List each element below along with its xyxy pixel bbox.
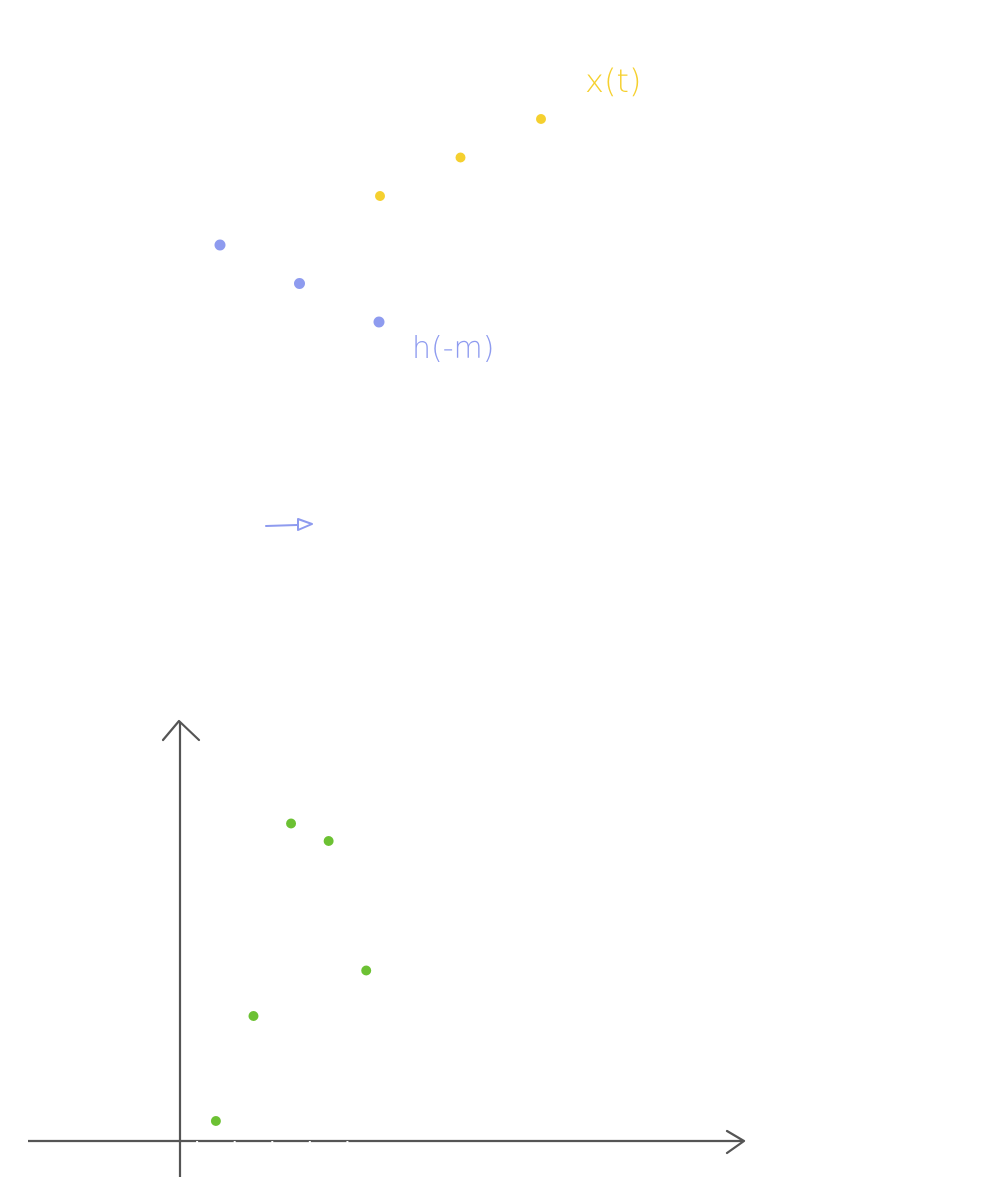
result-point — [248, 1011, 259, 1021]
h-signal-point — [214, 239, 226, 251]
x-signal-samples — [375, 114, 546, 201]
result-point — [286, 818, 297, 829]
x-signal-point — [455, 152, 466, 163]
right-arrow-icon — [265, 518, 313, 531]
x-signal-point — [536, 114, 546, 124]
y-axis-arrowhead-icon — [161, 719, 201, 742]
h-signal-point — [294, 278, 305, 289]
result-point — [323, 836, 334, 846]
x-signal-point — [375, 191, 385, 201]
result-axes — [28, 719, 746, 1177]
h-signal-point — [373, 316, 385, 328]
h-signal-samples — [214, 239, 385, 328]
x-axis-arrowhead-icon — [725, 1129, 746, 1155]
x-signal-label: x(t) — [585, 62, 641, 100]
result-samples — [210, 818, 372, 1126]
result-point — [210, 1116, 221, 1126]
x-axis-ticks — [196, 1141, 349, 1143]
h-signal-label: h(-m) — [412, 331, 494, 366]
result-point — [361, 965, 372, 976]
